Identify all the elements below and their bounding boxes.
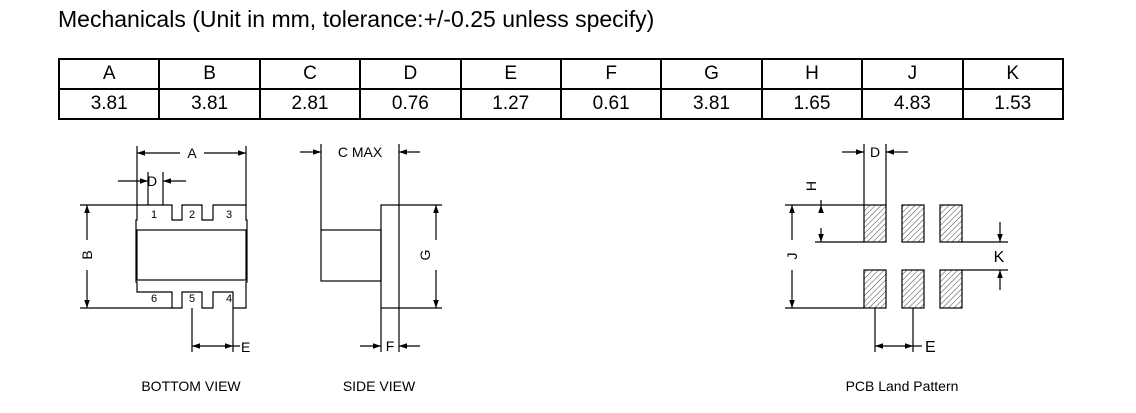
land-pad (901, 204, 925, 243)
table-header-row: A B C D E F G H J K (57, 58, 1065, 90)
pcb-dim-label-d: D (870, 144, 880, 160)
dim-label-f: F (386, 338, 395, 354)
side-view (300, 144, 442, 352)
table-value-cell: 0.76 (359, 88, 462, 120)
pin-label-5: 5 (189, 293, 195, 305)
pcb-dim-label-h: H (803, 181, 819, 191)
table-header-cell: J (861, 58, 964, 90)
pcb-dim-label-k: K (994, 249, 1005, 266)
land-pad (863, 269, 887, 309)
table-header-cell: B (158, 58, 261, 90)
page-title: Mechanicals (Unit in mm, tolerance:+/-0.… (58, 6, 655, 32)
side-view-labels: C MAX G F SIDE VIEW (338, 144, 433, 394)
table-header-cell: H (760, 58, 864, 90)
dim-label-d: D (147, 173, 157, 189)
side-view-caption: SIDE VIEW (343, 378, 416, 394)
dim-label-b: B (79, 250, 95, 259)
table-value-cell: 3.81 (158, 88, 261, 120)
table-header-cell: E (459, 58, 562, 90)
table-value-cell: 3.81 (57, 88, 161, 120)
table-header-cell: G (660, 58, 763, 90)
table-value-cell: 1.53 (961, 88, 1065, 120)
pcb-dim-label-e: E (925, 339, 936, 356)
dim-label-a: A (187, 145, 197, 161)
table-value-cell: 3.81 (660, 88, 763, 120)
table-value-cell: 2.81 (258, 88, 362, 120)
pcb-land-pattern (863, 204, 963, 309)
dim-label-e: E (241, 339, 250, 355)
land-pad (863, 204, 887, 243)
table-header-cell: D (359, 58, 462, 90)
side-body (320, 229, 382, 282)
table-value-cell: 4.83 (861, 88, 964, 120)
pin-label-3: 3 (226, 209, 232, 221)
bottom-view (80, 146, 248, 352)
bottom-view-labels: A D B E 1 2 3 6 5 4 BOTTOM VIEW (79, 145, 250, 394)
table-value-row: 3.81 3.81 2.81 0.76 1.27 0.61 3.81 1.65 … (57, 88, 1065, 120)
bottom-view-caption: BOTTOM VIEW (141, 378, 241, 394)
pcb-dimensions (785, 144, 1008, 352)
dimension-table: A B C D E F G H J K 3.81 3.81 2.81 0.76 … (57, 58, 1065, 120)
land-pad (939, 269, 963, 309)
table-value-cell: 1.65 (760, 88, 864, 120)
table-header-cell: K (961, 58, 1065, 90)
dim-label-c: C MAX (338, 144, 383, 160)
land-pad (901, 269, 925, 309)
pcb-dim-label-j: J (784, 253, 800, 260)
pin-label-4: 4 (226, 293, 232, 305)
table-value-cell: 0.61 (559, 88, 663, 120)
dim-label-g: G (417, 250, 433, 261)
pin-label-2: 2 (189, 209, 195, 221)
pcb-labels: D H J K E PCB Land Pattern (784, 144, 1005, 394)
pcb-view-caption: PCB Land Pattern (846, 378, 959, 394)
land-pad (939, 204, 963, 243)
table-header-cell: A (57, 58, 161, 90)
pin-label-6: 6 (151, 293, 157, 305)
pin-label-1: 1 (151, 209, 157, 221)
side-lead-frame (380, 204, 400, 309)
table-header-cell: F (559, 58, 663, 90)
package-body (136, 229, 247, 281)
table-value-cell: 1.27 (459, 88, 562, 120)
table-header-cell: C (258, 58, 362, 90)
